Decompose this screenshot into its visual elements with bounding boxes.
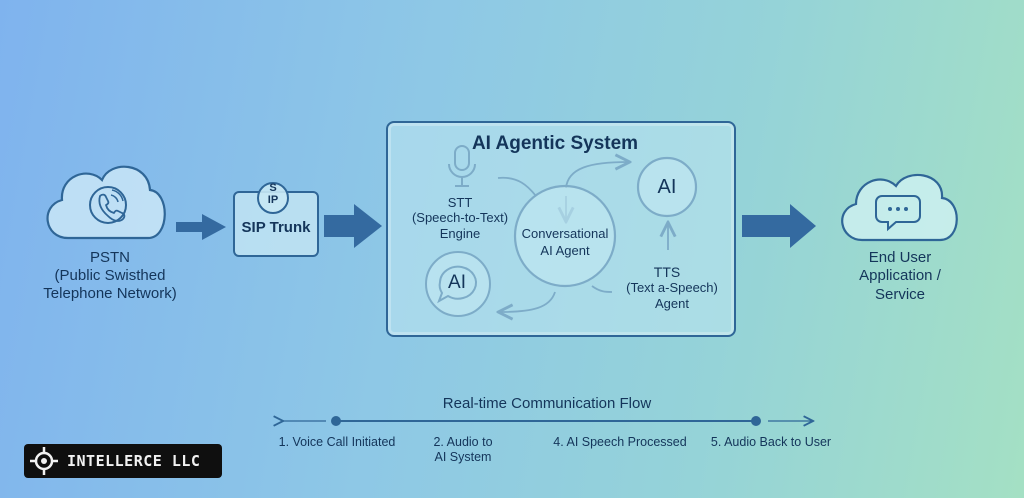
- end-user-cloud-icon: [841, 173, 958, 242]
- arrow-sip-to-system: [324, 204, 382, 248]
- end-user-label: End User Application / Service: [859, 249, 941, 303]
- flow-timeline: [282, 417, 812, 426]
- pstn-subtitle: (Public Swisthed Telephone Network): [43, 267, 177, 303]
- ai-bubble-label: AI: [448, 272, 466, 293]
- tts-agent-label: Agent: [655, 296, 689, 311]
- stt-title: STT: [447, 195, 473, 210]
- flow-step-1: 1. Voice Call Initiated: [278, 435, 396, 449]
- arrow-pstn-to-sip: [176, 214, 226, 240]
- stt-subtitle: (Speech-to-Text): [411, 210, 509, 225]
- pstn-cloud-icon: [46, 165, 166, 240]
- flow-title: Real-time Communication Flow: [442, 395, 652, 412]
- phone-icon: [98, 189, 126, 222]
- flow-step-4: 5. Audio Back to User: [710, 435, 832, 449]
- tts-title: TTS: [653, 264, 681, 280]
- flow-step-3: 4. AI Speech Processed: [553, 435, 687, 449]
- brand-logo-icon: [30, 447, 58, 475]
- sip-badge-bottom: IP: [267, 194, 279, 206]
- chat-bubble-icon: [875, 195, 921, 232]
- arrow-system-to-user: [742, 204, 816, 248]
- sip-trunk-label: SIP Trunk: [241, 219, 311, 236]
- stt-engine-label: Engine: [439, 226, 481, 241]
- brand-name: INTELLERCE LLC: [67, 452, 201, 470]
- core-label-line1: Conversational: [521, 226, 609, 241]
- ai-agentic-system-panel: [386, 121, 736, 337]
- tts-subtitle: (Text a-Speech): [626, 280, 718, 295]
- pstn-title: PSTN: [89, 249, 130, 266]
- flow-step-2: 2. Audio to AI System: [433, 435, 493, 465]
- core-label-line2: AI Agent: [540, 243, 590, 258]
- system-title: AI Agentic System: [471, 133, 639, 154]
- sip-badge-top: S: [269, 182, 277, 194]
- ai-circle-label: AI: [657, 176, 677, 198]
- sip-badge-icon: [257, 182, 289, 214]
